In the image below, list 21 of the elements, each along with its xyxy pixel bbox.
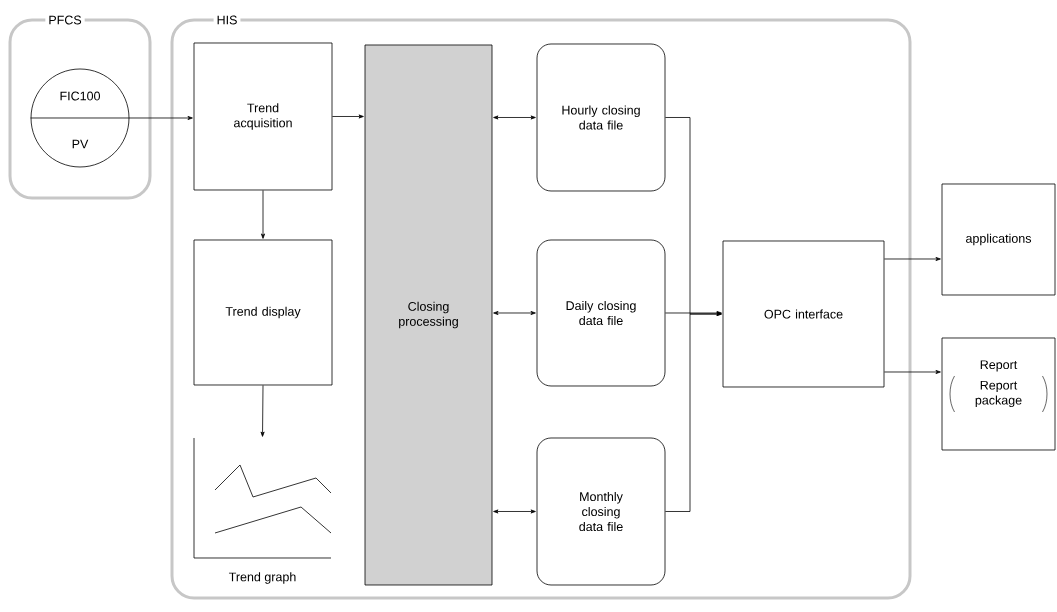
arrow: [260, 385, 265, 437]
process-block: Closing processing: [364, 44, 493, 586]
arrow: [30, 115, 193, 120]
data-file-box: Monthly closing data file: [536, 437, 666, 586]
arrow: [493, 509, 536, 514]
arrow: [884, 370, 941, 374]
process-box: Trend acquisition: [193, 42, 333, 191]
arrow: [493, 115, 536, 120]
process-box: Trend display: [193, 239, 333, 386]
arrow: [884, 257, 941, 261]
arrow: [493, 311, 536, 315]
arrow: [665, 312, 722, 512]
process-box: applications: [941, 183, 1056, 296]
process-box: Report Report package: [941, 337, 1056, 451]
data-file-box: Daily closing data file: [536, 239, 666, 387]
trend-graph-drawing: Trend graph: [193, 437, 332, 584]
arrow: [261, 190, 265, 239]
process-box: OPC interface: [722, 240, 885, 388]
arrow: [332, 114, 364, 119]
data-file-box: Hourly closing data file: [536, 43, 666, 192]
arrow: [665, 311, 722, 315]
